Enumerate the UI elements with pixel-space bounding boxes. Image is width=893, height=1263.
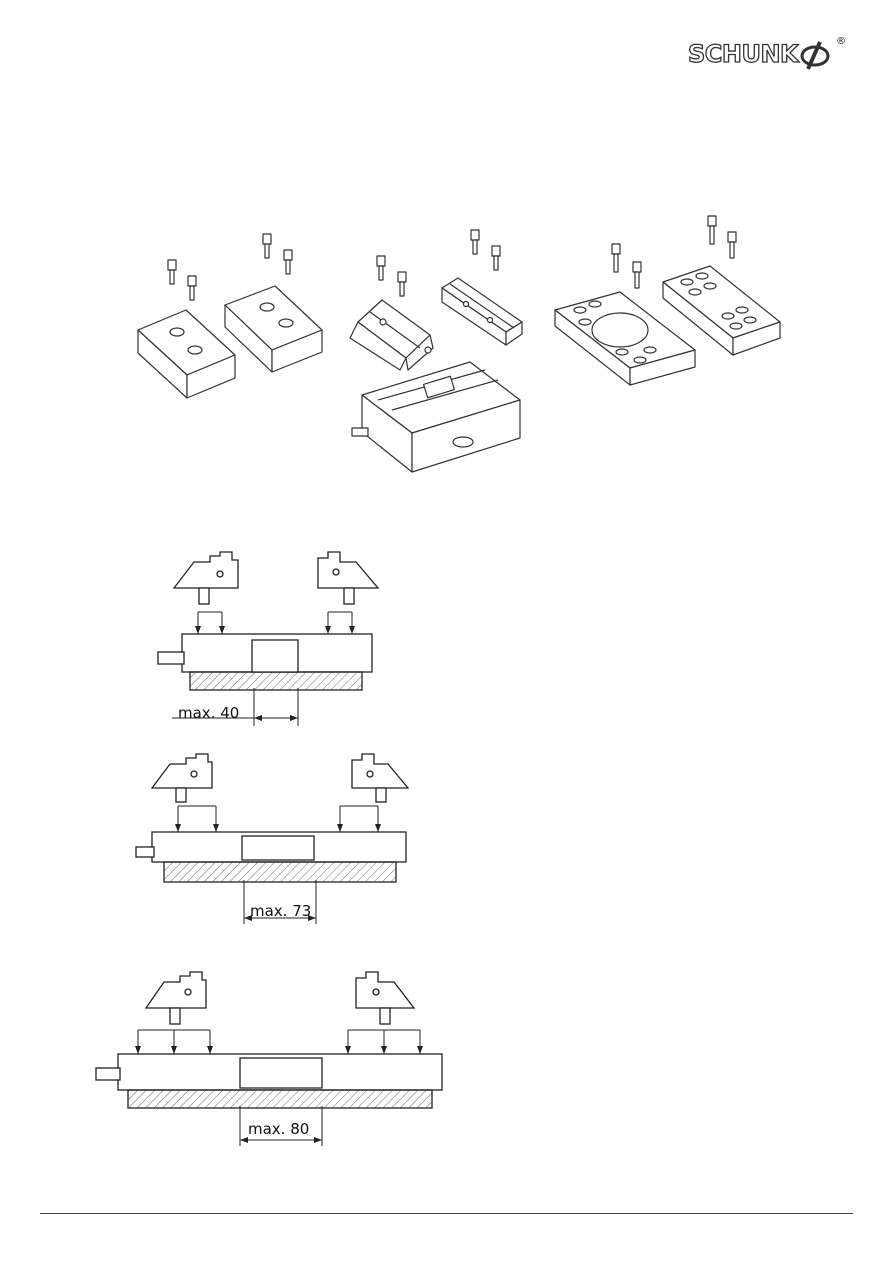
footer-divider: [40, 1213, 853, 1214]
brand-logo-text: SCHUNK: [688, 36, 798, 72]
screw-pair-5: [612, 244, 641, 288]
section-drawing-2: [130, 752, 420, 927]
registered-mark: ®: [836, 36, 846, 47]
screw-pair-6: [708, 216, 736, 258]
screw-pair-1: [168, 260, 196, 300]
brand-logo-mark-icon: [800, 40, 834, 70]
parts-overview-drawing: [130, 210, 790, 480]
screw-pair-3: [377, 256, 406, 296]
prism-jaw-left: [350, 300, 433, 370]
soft-jaw-blank-right: [225, 286, 322, 372]
brand-logo: SCHUNK ®: [688, 36, 848, 72]
screw-pair-2: [263, 234, 292, 274]
screw-pair-4: [471, 230, 500, 270]
soft-jaw-blank-left: [138, 310, 235, 398]
dimension-label-2: max. 73: [250, 902, 311, 920]
dimension-label-1: max. 40: [178, 704, 239, 722]
centric-vise-body: [352, 362, 520, 472]
dimension-label-3: max. 80: [248, 1120, 309, 1138]
prism-jaw-right: [442, 278, 522, 345]
